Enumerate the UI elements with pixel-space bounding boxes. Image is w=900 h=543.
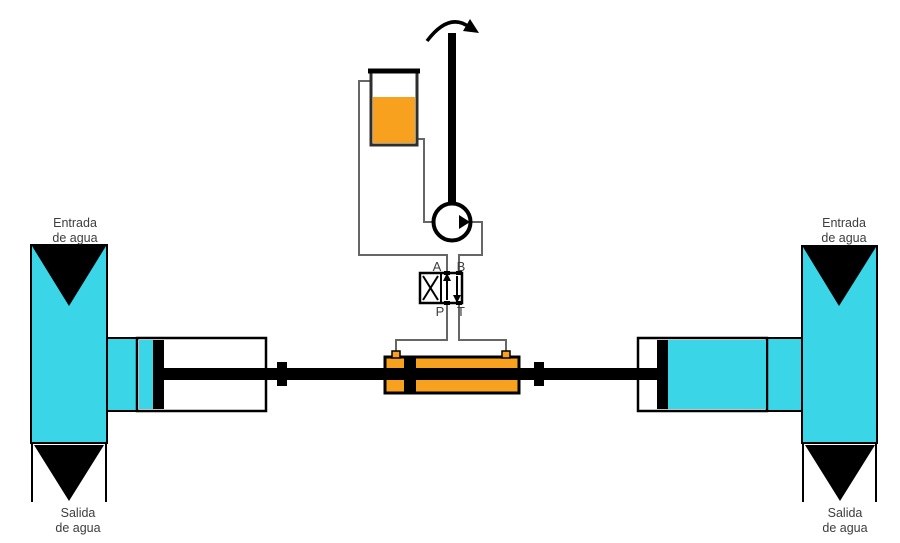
pump-circle <box>431 201 473 243</box>
oil-tank <box>368 68 420 147</box>
water-piston-right <box>657 340 668 409</box>
valve-port-nub-p <box>444 301 450 305</box>
hydraulic-piping <box>358 80 507 354</box>
oil-tank-fluid <box>373 97 415 143</box>
outlet-label-right-line1: Salida <box>828 506 863 520</box>
water-labels: Entrada de agua Salida de agua Entrada d… <box>52 216 867 535</box>
valve-port-label-t: T <box>457 304 465 319</box>
water-inlet-arrow-left-icon <box>32 246 106 306</box>
water-chamber-right <box>668 340 766 409</box>
water-inlet-arrow-right-icon <box>803 247 876 306</box>
outlet-label-right-line2: de agua <box>822 521 867 535</box>
water-chamber-left <box>139 340 154 409</box>
water-pump-right <box>636 245 878 502</box>
rotation-arrowhead-icon <box>463 19 479 33</box>
outlet-label-left-line2: de agua <box>55 521 100 535</box>
water-port-left <box>106 337 140 412</box>
hydraulic-piston <box>404 357 416 393</box>
valve-cross-path-2 <box>422 275 439 301</box>
valve-port-nub-b <box>456 271 462 275</box>
outlet-label-left-line1: Salida <box>61 506 96 520</box>
valve-to-cylinder-right-line <box>458 302 507 354</box>
directional-valve: A B P T <box>418 259 466 319</box>
rod-coupling-left <box>277 362 287 386</box>
tank-return-line <box>358 80 448 274</box>
rotation-arrow-icon <box>425 20 471 43</box>
inlet-label-right-line2: de agua <box>821 231 866 245</box>
valve-down-arrowhead-icon <box>453 295 461 303</box>
water-outlet-arrow-left-icon <box>34 445 104 501</box>
water-outlet-arrow-right-icon <box>805 445 875 501</box>
inlet-label-left-line1: Entrada <box>53 216 97 230</box>
valve-to-cylinder-left-line <box>395 302 448 354</box>
pump-flow-triangle-icon <box>459 215 470 229</box>
water-pump-left <box>30 244 268 502</box>
rod-coupling-right <box>534 362 544 386</box>
water-piston-left <box>153 340 164 409</box>
valve-port-label-a: A <box>433 259 442 274</box>
pump-suction-line <box>417 138 434 223</box>
inlet-label-right-line1: Entrada <box>822 216 866 230</box>
cylinder-port-left <box>391 350 401 359</box>
pump-drive <box>425 19 479 204</box>
valve-port-nub-a <box>444 271 450 275</box>
pump-pressure-line <box>458 221 483 274</box>
hydraulic-cylinder-assembly <box>163 350 658 395</box>
pump-shaft <box>448 33 456 204</box>
valve-port-label-b: B <box>457 259 466 274</box>
valve-port-nub-t <box>456 301 462 305</box>
water-port-right <box>764 337 803 412</box>
cylinder-port-right <box>501 350 511 359</box>
hydraulic-pump <box>431 201 473 243</box>
valve-up-arrowhead-icon <box>443 273 451 281</box>
inlet-label-left-line2: de agua <box>52 231 97 245</box>
valve-port-label-p: P <box>436 304 445 319</box>
